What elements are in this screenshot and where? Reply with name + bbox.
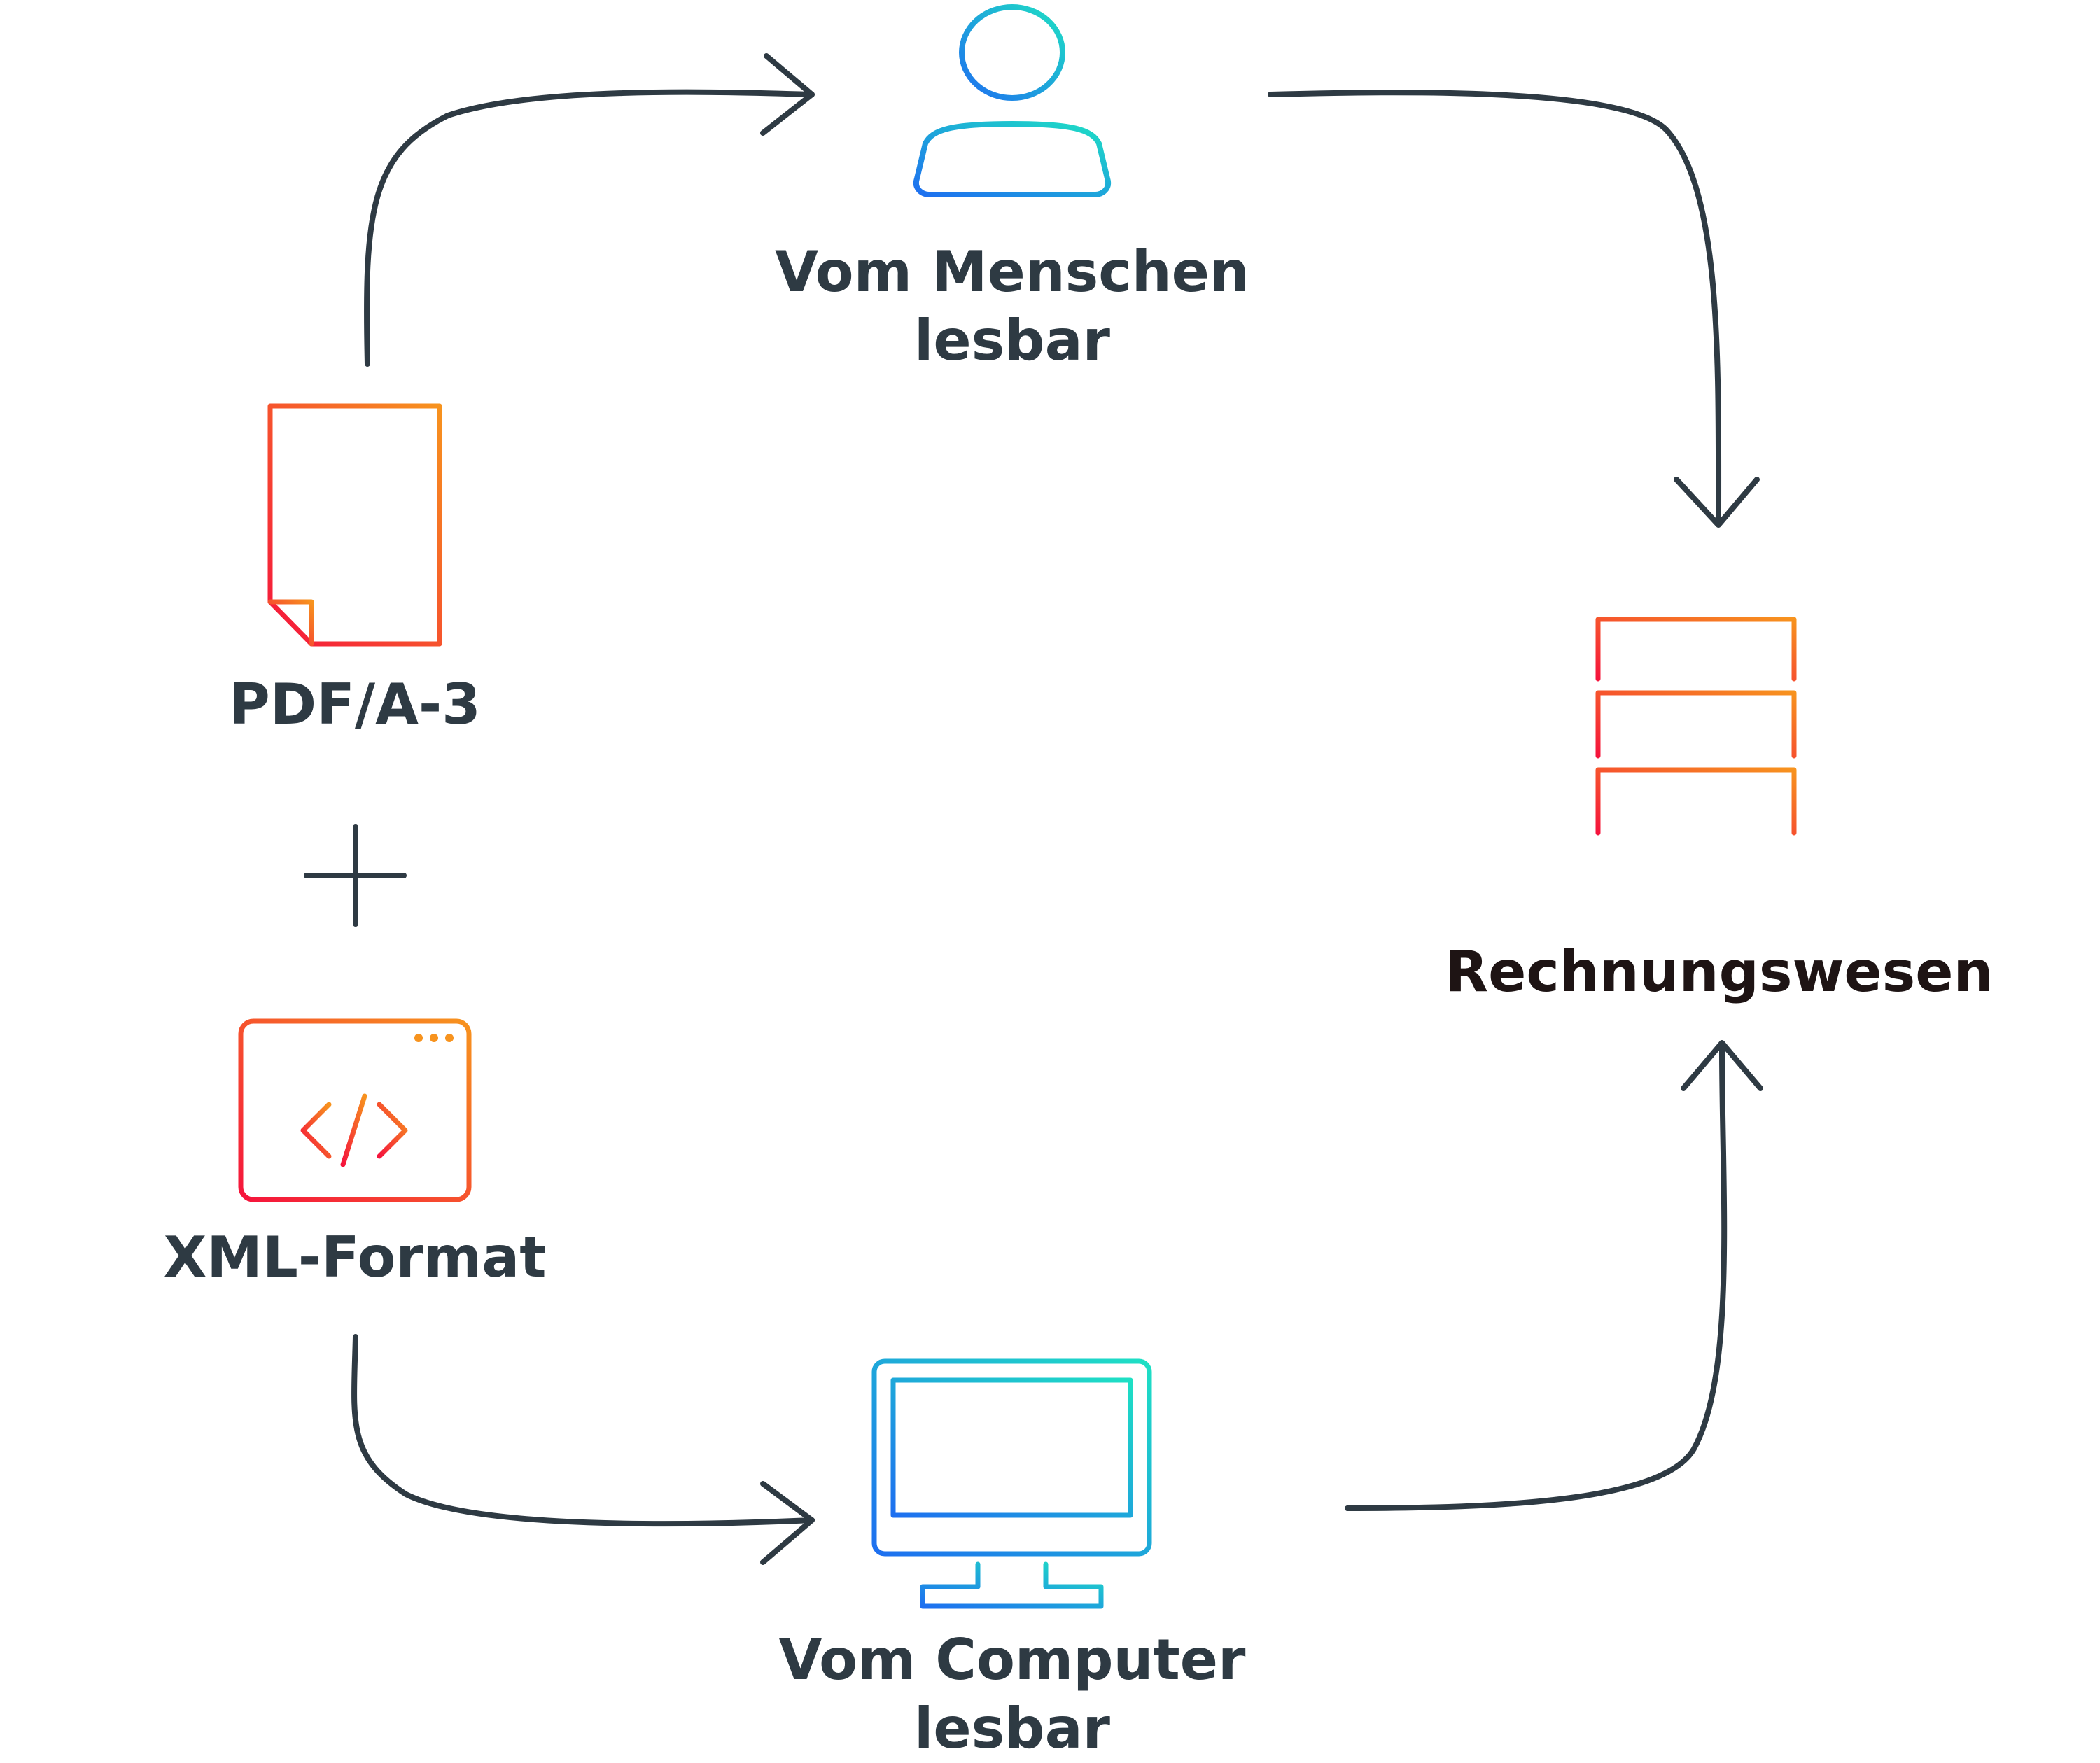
- computer-label-line2: lesbar: [914, 1696, 1110, 1761]
- server-stack-icon: [1595, 617, 1797, 851]
- pdf-label: PDF/A-3: [229, 672, 481, 737]
- computer-label-line1: Vom Computer: [778, 1627, 1246, 1692]
- window-dots: [414, 1034, 454, 1042]
- computer-readable-label: Vom Computer lesbar: [732, 1626, 1292, 1763]
- xml-label: XML-Format: [163, 1225, 547, 1290]
- monitor-icon: [872, 1358, 1152, 1609]
- arrow-computer-to-accounting: [1345, 1040, 1763, 1511]
- document-icon: [267, 403, 442, 647]
- human-label-line1: Vom Menschen: [775, 239, 1250, 304]
- arrow-pdf-to-human: [364, 53, 815, 367]
- arrow-xml-to-computer: [351, 1334, 815, 1565]
- human-label-line2: lesbar: [914, 308, 1110, 373]
- accounting-label: Rechnungswesen: [1445, 939, 1994, 1004]
- arrow-human-to-accounting: [1268, 90, 1760, 528]
- human-readable-label: Vom Menschen lesbar: [732, 238, 1292, 375]
- code-window-icon: [238, 1018, 472, 1202]
- plus-icon: [304, 824, 407, 927]
- person-icon: [913, 4, 1112, 197]
